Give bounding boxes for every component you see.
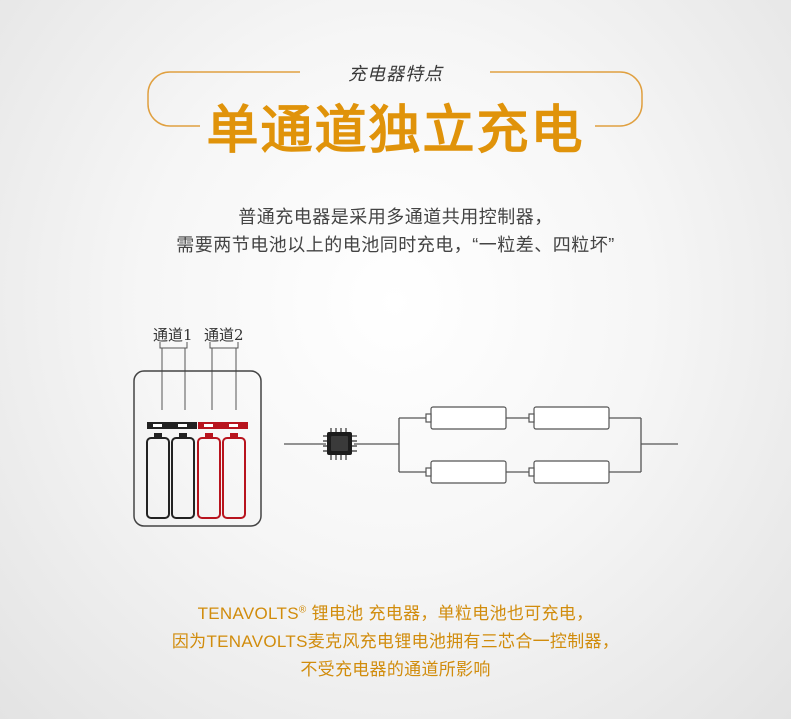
circuit-battery-top-right — [528, 406, 610, 430]
feature-subtitle: 充电器特点 — [348, 64, 443, 84]
footer-line-1-text: 锂电池 充电器，单粒电池也可充电， — [306, 604, 594, 623]
circuit-wires — [284, 417, 678, 473]
footer-line-3: 不受充电器的通道所影响 — [300, 660, 491, 679]
channel-1-label: 通道1 — [153, 326, 193, 344]
description-line-2: 需要两节电池以上的电池同时充电，“一粒差、四粒坏” — [176, 235, 615, 255]
control-chip-icon — [323, 428, 357, 460]
channel-2-label: 通道2 — [204, 326, 244, 344]
title-banner-frame — [147, 71, 643, 127]
battery-2 — [171, 433, 195, 519]
feature-title: 单通道独立充电 — [206, 102, 585, 160]
battery-3 — [197, 433, 221, 519]
description-line-1: 普通充电器是采用多通道共用控制器， — [238, 207, 553, 227]
footer-brand: TENAVOLTS — [197, 604, 299, 623]
circuit-battery-bottom-right — [528, 460, 610, 484]
footer-line-2: 因为TENAVOLTS麦克风充电锂电池拥有三芯合一控制器， — [171, 632, 620, 651]
charger-body — [133, 370, 262, 527]
channel-brackets — [159, 342, 239, 410]
contact-strips — [147, 422, 248, 429]
battery-1 — [146, 433, 170, 519]
footer-reg-mark: ® — [298, 604, 307, 616]
footer-line-1: TENAVOLTS® 锂电池 充电器，单粒电池也可充电， — [0, 599, 791, 624]
circuit-battery-top-left — [425, 406, 507, 430]
battery-4 — [222, 433, 246, 519]
circuit-battery-bottom-left — [425, 460, 507, 484]
